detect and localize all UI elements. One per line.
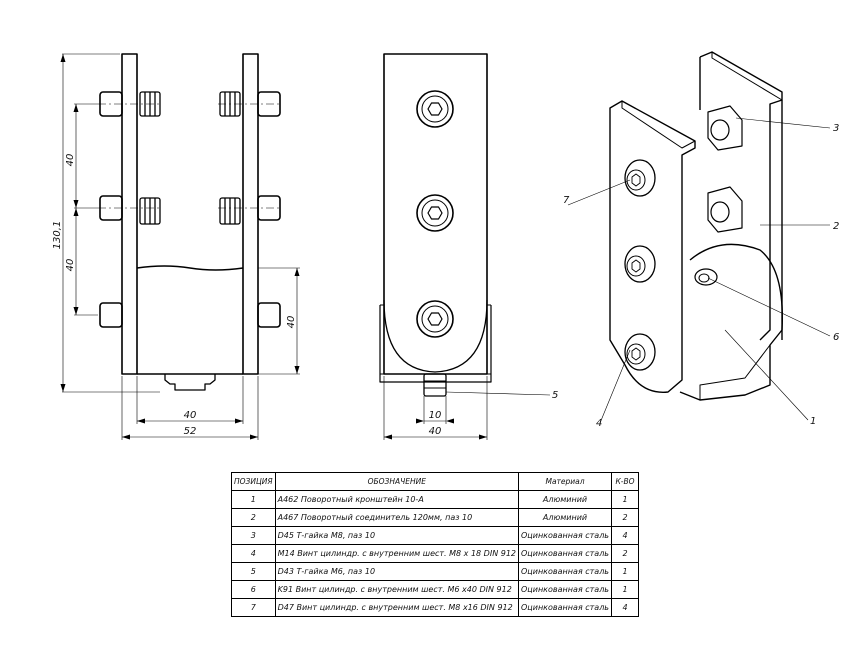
bom-pos: 5 [231,562,276,581]
bom-name: A467 Поворотный соединитель 120мм, паз 1… [274,508,520,527]
bom-material: Оцинкованная сталь [517,580,613,599]
dim-outer-width: 52 [184,426,197,437]
callout-6: 6 [833,332,839,343]
bom-name: D47 Винт цилиндр. с внутренним шест. М8 … [274,598,520,617]
bom-material: Оцинкованная сталь [517,562,613,581]
front-screws [624,159,656,371]
bom-qty: 2 [611,544,640,563]
bom-table: ПОЗИЦИЯ ОБОЗНАЧЕНИЕ Материал К-ВО 1 A462… [231,472,640,617]
bom-qty: 4 [611,598,640,617]
bom-material: Оцинкованная сталь [517,544,613,563]
bom-material: Оцинкованная сталь [517,526,613,545]
bom-pos: 7 [231,598,276,617]
dimension-lines-front [62,53,300,440]
bom-name: A462 Поворотный кронштейн 10-А [274,490,520,509]
bom-qty: 1 [611,580,640,599]
bom-pos: 6 [231,580,276,599]
bom-header-material: Материал [517,472,613,491]
back-t-nuts [707,105,743,233]
bom-row: 5 D43 Т-гайка М6, паз 10 Оцинкованная ст… [231,562,640,581]
back-plate [699,51,783,341]
screw-head-left-3 [99,302,123,328]
bom-row: 6 K91 Винт цилиндр. с внутренним шест. М… [231,580,640,599]
bom-pos: 2 [231,508,276,527]
side-view [379,53,551,440]
bom-header-qty: К-ВО [611,472,640,491]
bom-header-pos: ПОЗИЦИЯ [231,472,276,491]
bom-pos: 4 [231,544,276,563]
bom-row: 7 D47 Винт цилиндр. с внутренним шест. М… [231,598,640,617]
bom-name: M14 Винт цилиндр. с внутренним шест. М8 … [274,544,520,563]
socket-screw-3 [416,300,454,338]
side-t-nut [423,373,447,397]
callout-7: 7 [563,195,570,206]
center-lines-front [98,103,282,209]
dim-height-total: 130,1 [52,221,63,250]
bom-pos: 3 [231,526,276,545]
screw-head-right-3 [257,302,281,328]
bom-material: Оцинкованная сталь [517,598,613,617]
socket-screw-2 [416,194,454,232]
dim-nut-width: 10 [429,410,442,421]
right-plate [242,53,259,375]
bom-pos: 1 [231,490,276,509]
front-plate [609,100,696,393]
bom-row: 3 D45 Т-гайка М8, паз 10 Оцинкованная ст… [231,526,640,545]
socket-screw-1 [416,90,454,128]
dimension-arrows-front [60,54,300,440]
dim-pitch-upper: 40 [65,154,76,167]
bom-material: Алюминий [517,508,613,527]
dim-bracket-width: 40 [429,426,442,437]
left-plate [121,53,138,375]
bracket-top-edge [136,265,244,271]
bom-row: 2 A467 Поворотный соединитель 120мм, паз… [231,508,640,527]
bom-name: D45 Т-гайка М8, паз 10 [274,526,520,545]
callout-1: 1 [810,416,816,427]
bom-material: Алюминий [517,490,613,509]
isometric-view [567,51,831,424]
bracket-body [679,243,784,401]
bom-qty: 1 [611,562,640,581]
dimension-lines-side [383,376,551,440]
screw-6 [694,268,718,286]
callout-2: 2 [833,221,839,232]
bottom-t-slot [164,374,216,391]
dim-pitch-lower: 40 [65,259,76,272]
bom-row: 4 M14 Винт цилиндр. с внутренним шест. М… [231,544,640,563]
bom-qty: 2 [611,508,640,527]
bom-header-name: ОБОЗНАЧЕНИЕ [274,472,520,491]
callout-4: 4 [596,418,602,429]
bracket-arc [383,299,488,373]
front-view [60,53,300,440]
callout-5: 5 [552,390,558,401]
bom-qty: 4 [611,526,640,545]
t-nuts-front [139,91,241,225]
bom-name: D43 Т-гайка М6, паз 10 [274,562,520,581]
bom-qty: 1 [611,490,640,509]
dim-inner-width: 40 [184,410,197,421]
dimension-arrows-side [384,418,487,440]
callout-3: 3 [833,123,839,134]
side-plate [383,53,488,375]
dim-slot-height: 40 [286,316,297,329]
bom-header-row: ПОЗИЦИЯ ОБОЗНАЧЕНИЕ Материал К-ВО [231,472,640,491]
leader-lines [567,117,831,424]
bom-name: K91 Винт цилиндр. с внутренним шест. М6 … [274,580,520,599]
bom-row: 1 A462 Поворотный кронштейн 10-А Алюмини… [231,490,640,509]
